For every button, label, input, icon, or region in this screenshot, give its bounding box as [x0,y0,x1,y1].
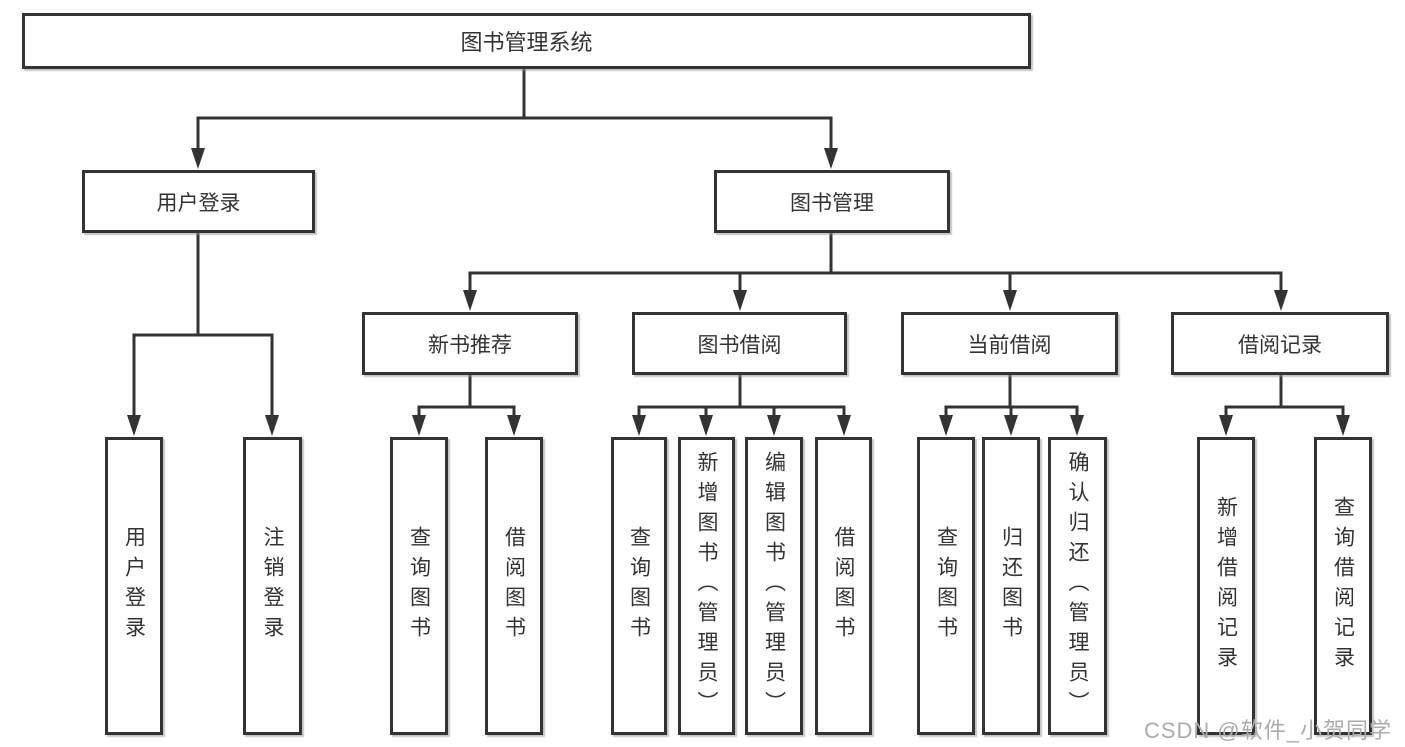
leaf-borrowing-borrow-books: 借阅图书 [815,437,872,735]
arrowhead [767,415,781,436]
leaf-current-confirm-return-admin: 确认归还（管理员） [1048,437,1107,735]
arrowhead [412,415,426,436]
node-book-management: 图书管理 [714,170,950,233]
leaf-label: 新增借阅记录 [1214,496,1238,676]
connector-root-split [196,68,833,150]
arrowhead [837,415,851,436]
leaf-label: 查询图书 [627,526,651,646]
leaf-borrowing-query-books: 查询图书 [611,437,667,735]
node-book-management-system: 图书管理系统 [22,13,1031,69]
leaf-borrowing-edit-books-admin: 编辑图书（管理员） [745,437,803,735]
node-borrow-records: 借阅记录 [1171,312,1389,375]
node-user-login: 用户登录 [82,170,315,233]
leaf-label: 查询图书 [407,526,431,646]
arrowhead [1004,415,1018,436]
arrowhead [1336,415,1350,436]
arrowhead [191,148,205,169]
connector-records-split [1224,373,1345,419]
leaf-label: 新增图书（管理员） [695,451,718,721]
connector-management-split [468,231,1283,292]
leaf-records-query-record: 查询借阅记录 [1314,437,1372,735]
arrowhead [127,415,141,436]
leaf-label: 查询图书 [934,526,958,646]
csdn-watermark: CSDN @软件_小贺同学 [1143,718,1392,743]
leaf-current-query-books: 查询图书 [917,437,975,735]
node-book-borrowing: 图书借阅 [632,312,847,375]
leaf-newbooks-query-books: 查询图书 [390,437,448,735]
connector-borrowing-split [637,373,846,419]
leaf-label: 用户登录 [122,526,146,646]
leaf-logout: 注销登录 [243,437,302,735]
leaf-label: 借阅图书 [832,526,855,646]
connector-current-split [944,373,1079,419]
arrowhead [1003,290,1017,311]
arrowhead [632,415,646,436]
node-current-borrowing: 当前借阅 [901,312,1118,375]
leaf-newbooks-borrow-books: 借阅图书 [485,437,543,735]
arrowhead [1274,290,1288,311]
arrowhead [733,290,747,311]
leaf-records-add-record: 新增借阅记录 [1197,437,1255,735]
leaf-label: 注销登录 [261,526,284,646]
connector-newbooks-split [417,373,516,419]
leaf-label: 归还图书 [999,526,1023,646]
leaf-label: 确认归还（管理员） [1066,451,1089,721]
arrowhead [265,415,279,436]
arrowhead [699,415,713,436]
leaf-user-login: 用户登录 [105,437,163,735]
leaf-borrowing-add-books-admin: 新增图书（管理员） [678,437,735,735]
connector-login-split [132,231,274,419]
leaf-current-return-books: 归还图书 [982,437,1040,735]
leaf-label: 查询借阅记录 [1331,496,1355,676]
node-new-book-recommend: 新书推荐 [362,312,578,375]
arrowhead [507,415,521,436]
arrowhead [1070,415,1084,436]
leaf-label: 借阅图书 [502,526,526,646]
arrowhead [939,415,953,436]
arrowhead [1219,415,1233,436]
leaf-label: 编辑图书（管理员） [762,451,786,721]
arrowhead [463,290,477,311]
arrowhead [824,148,838,169]
